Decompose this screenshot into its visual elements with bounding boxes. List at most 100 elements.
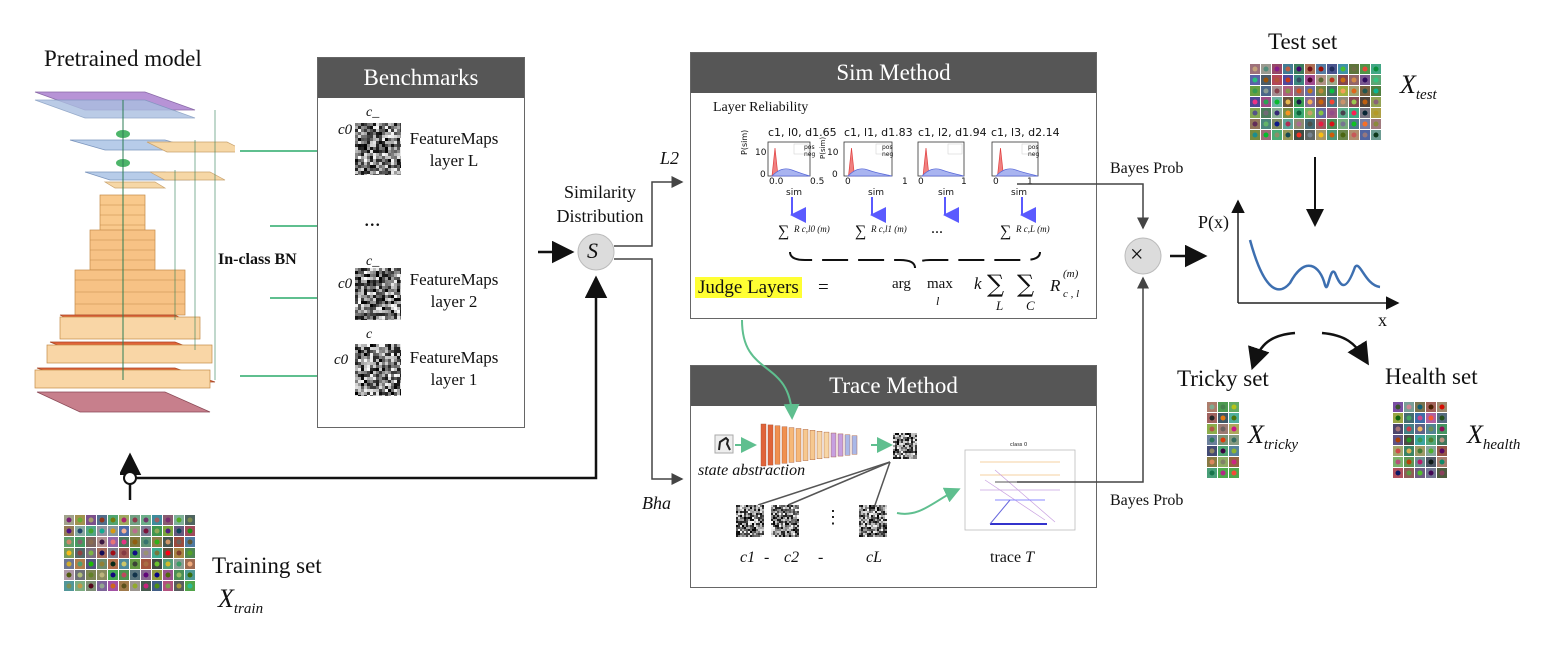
plot-ytick: 0 bbox=[760, 170, 766, 180]
equation-max: max bbox=[927, 276, 953, 292]
plot-xlabel: sim bbox=[786, 188, 802, 198]
plot-xtick: 0 bbox=[845, 177, 851, 187]
cl-label: cL bbox=[866, 549, 882, 566]
plot-legend bbox=[793, 143, 809, 155]
plot-xtick: 0 bbox=[918, 177, 924, 187]
sim-method-title: Sim Method bbox=[691, 53, 1096, 93]
equation-r-sup: (m) bbox=[1063, 268, 1079, 280]
plot-xtick: 0.0 bbox=[769, 177, 784, 187]
network-layer bbox=[781, 426, 788, 464]
legend-pos: pos bbox=[882, 144, 893, 151]
equation-sum-c: C bbox=[1026, 298, 1035, 313]
tricky-set-thumbnails bbox=[1207, 402, 1239, 478]
network-layer bbox=[837, 433, 844, 457]
network-layer bbox=[788, 427, 795, 463]
plot-xlabel: sim bbox=[1011, 188, 1027, 198]
px-ylabel: P(x) bbox=[1198, 212, 1229, 232]
health-set-thumbnails bbox=[1393, 402, 1447, 478]
sum-symbol: ∑ bbox=[1000, 223, 1012, 240]
network-layer bbox=[830, 432, 837, 458]
similarity-node-s: S bbox=[587, 238, 598, 263]
plot-legend bbox=[875, 143, 891, 155]
network-layer bbox=[795, 428, 802, 462]
plot-legend bbox=[947, 143, 963, 155]
sum-term: R c,l1 (m) bbox=[871, 224, 907, 234]
plot-xtick: 0.5 bbox=[810, 177, 825, 187]
legend-neg: neg bbox=[1028, 151, 1040, 158]
state-connections bbox=[757, 461, 891, 506]
health-set-title: Health set bbox=[1385, 364, 1478, 389]
bha-label: Bha bbox=[642, 493, 671, 513]
judge-to-trace-arrow bbox=[741, 319, 800, 420]
equation-arg: arg bbox=[892, 276, 911, 292]
legend-pos: pos bbox=[1028, 144, 1039, 151]
multiply-symbol: × bbox=[1130, 242, 1144, 268]
trace-t-label: trace T bbox=[990, 549, 1034, 566]
network-layer bbox=[767, 424, 774, 466]
equation-equals: = bbox=[818, 277, 829, 298]
layer-reliability-plots bbox=[767, 141, 1039, 177]
legend-neg: neg bbox=[804, 151, 816, 158]
c-sep: - bbox=[818, 549, 824, 566]
sum-symbol: ∑ bbox=[855, 223, 867, 240]
x-tricky-label: Xtricky bbox=[1248, 420, 1299, 454]
sum-ellipsis: ... bbox=[931, 220, 943, 237]
plot-legend bbox=[1021, 143, 1037, 155]
judge-layers-label: Judge Layers bbox=[695, 277, 802, 299]
underbrace bbox=[789, 251, 1041, 269]
state-noise bbox=[736, 505, 764, 537]
plot-xlabel: sim bbox=[868, 188, 884, 198]
layer-reliability-label: Layer Reliability bbox=[713, 100, 809, 115]
benchmarks-panel: Benchmarks bbox=[317, 57, 525, 428]
feature-map-noise bbox=[355, 344, 401, 396]
c-sep: - bbox=[764, 549, 770, 566]
trace-plot-title: class 0 bbox=[1010, 442, 1028, 448]
bayes-flow-arrows bbox=[1017, 183, 1208, 483]
network-layer bbox=[760, 423, 767, 467]
legend-neg: neg bbox=[882, 151, 894, 158]
plot-ylabel: P(sim) bbox=[819, 136, 827, 159]
c2-label: c2 bbox=[784, 549, 800, 566]
fm-c-left: c0 bbox=[334, 352, 349, 368]
px-xlabel: x bbox=[1378, 310, 1387, 330]
sum-term: R c,l0 (m) bbox=[794, 224, 830, 234]
split-arrows bbox=[1248, 331, 1369, 370]
state-noise bbox=[771, 505, 799, 537]
pos-density bbox=[771, 168, 811, 177]
tricky-set-title: Tricky set bbox=[1177, 366, 1269, 391]
pos-density bbox=[921, 168, 965, 177]
fm-c-top: c_ bbox=[366, 105, 380, 120]
test-set-thumbnails bbox=[1250, 64, 1381, 140]
state-abstraction-label: state abstraction bbox=[698, 462, 806, 479]
pretrained-model-title: Pretrained model bbox=[44, 46, 202, 71]
sum-symbol: ∑ bbox=[987, 270, 1005, 298]
benchmarks-title: Benchmarks bbox=[318, 58, 524, 98]
plot-ytick: 0 bbox=[832, 170, 838, 180]
plot-xtick: 1 bbox=[961, 177, 967, 187]
pos-density bbox=[995, 168, 1039, 177]
plot-title: c1, l0, d1.65 bbox=[768, 126, 837, 139]
equation-max-sub: l bbox=[936, 294, 940, 308]
network-layer bbox=[823, 431, 830, 459]
training-set-thumbnails bbox=[64, 515, 195, 591]
plot-ylabel: P(sim) bbox=[740, 129, 749, 155]
plot-xlabel: sim bbox=[938, 188, 954, 198]
trace-method-title: Trace Method bbox=[691, 366, 1096, 406]
abstract-state-noise bbox=[893, 433, 917, 459]
c1-label: c1 bbox=[740, 549, 756, 566]
x-train-label: Xtrain bbox=[218, 584, 264, 618]
feature-map-noise bbox=[355, 123, 401, 175]
pos-density bbox=[847, 168, 893, 177]
pretrained-model-graphic bbox=[34, 91, 235, 413]
blue-arrows bbox=[790, 197, 1036, 223]
benchmarks-ellipsis: ... bbox=[364, 206, 381, 231]
to-trace-arrow bbox=[896, 487, 961, 515]
sim-method-panel: Sim Method bbox=[690, 52, 1097, 319]
fm-c-left: c0 bbox=[338, 122, 353, 138]
main-flow-arrows bbox=[120, 176, 684, 500]
plot-xtick: 0 bbox=[993, 177, 999, 187]
